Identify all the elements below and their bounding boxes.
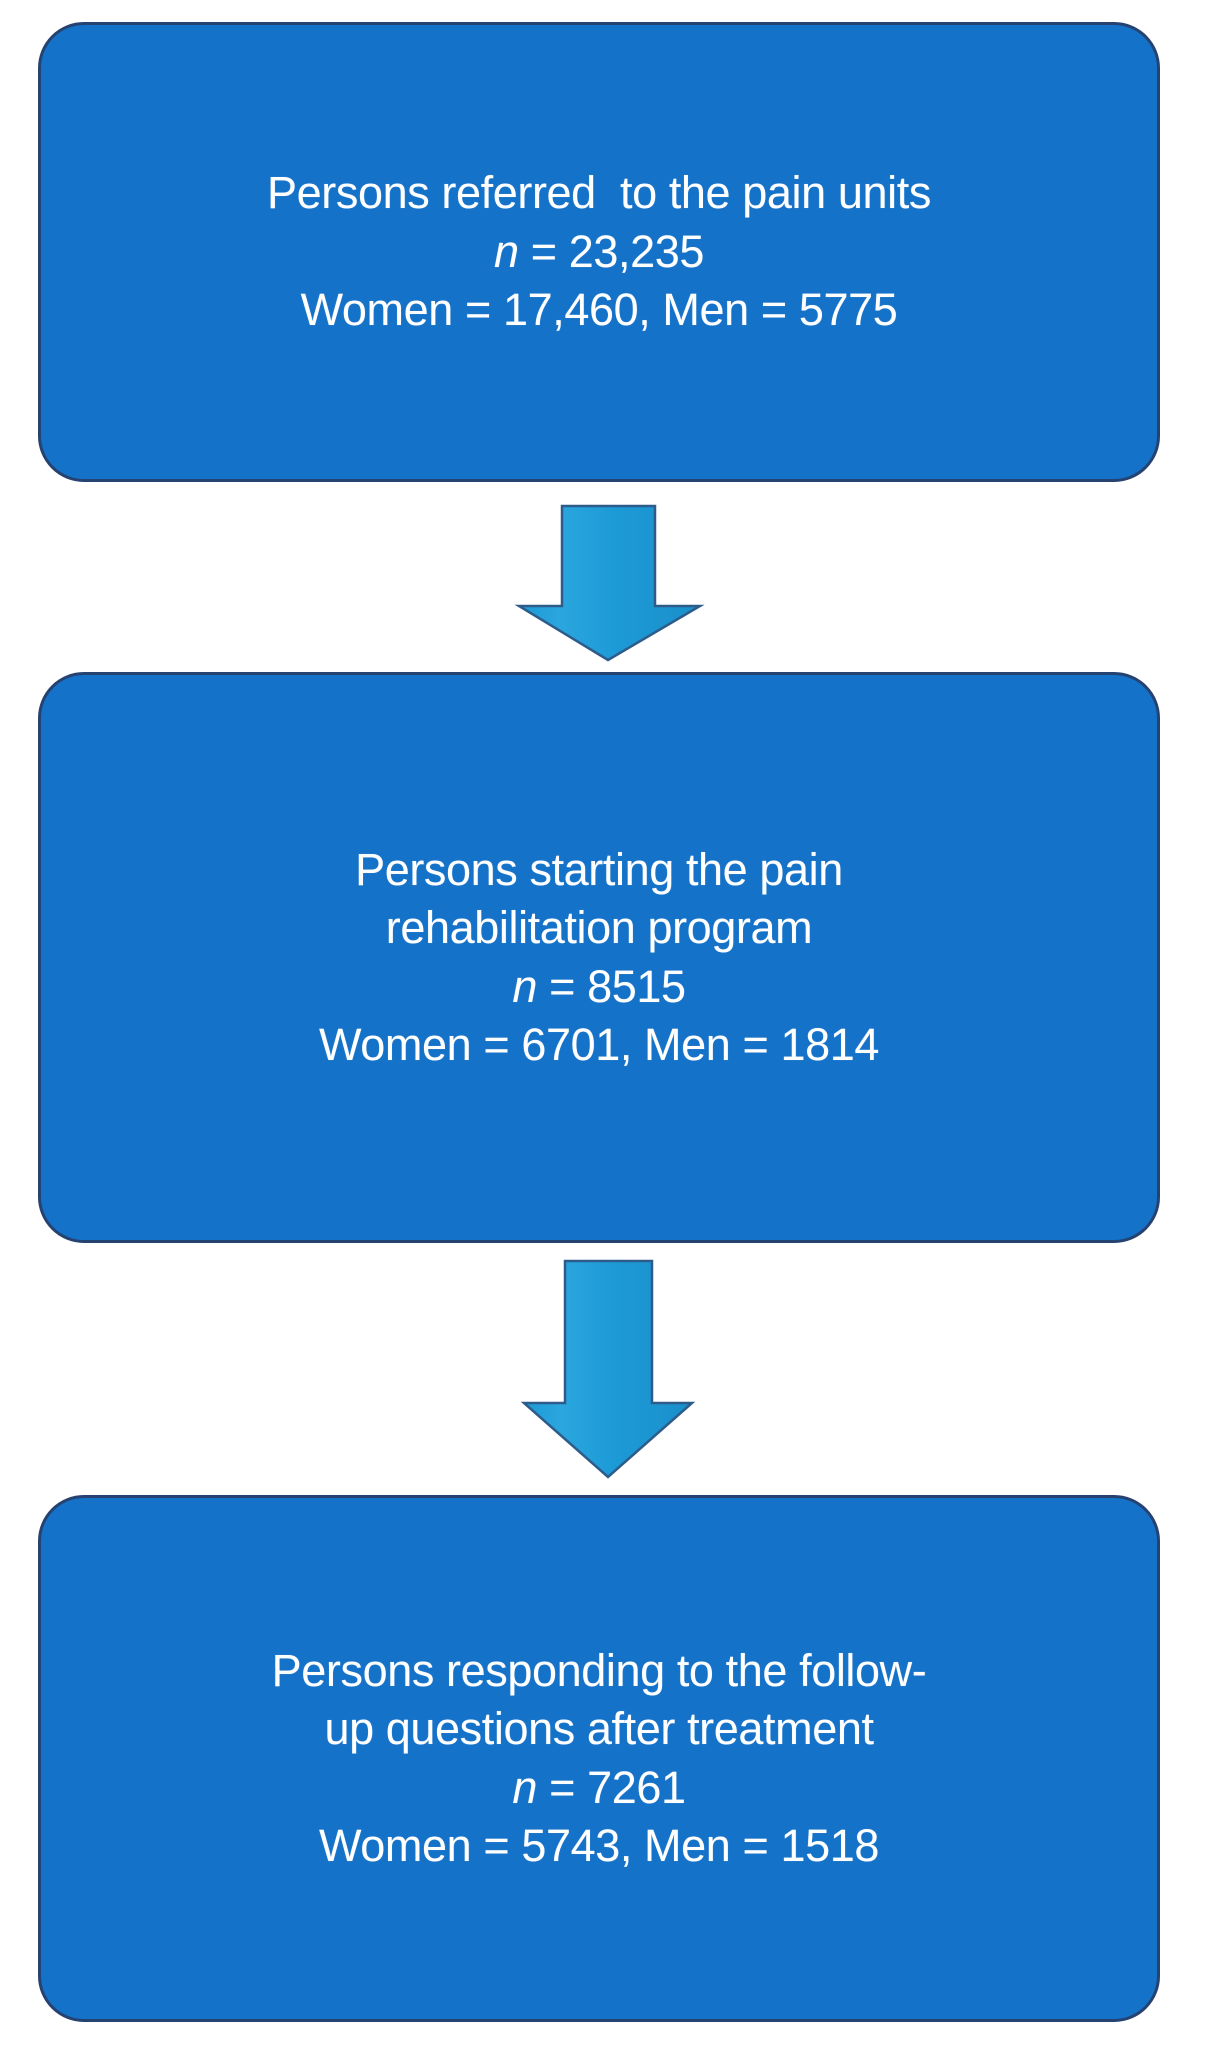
node-starting-title-line1: Persons starting the pain <box>355 843 843 895</box>
flowchart-node-starting-program: Persons starting the pain rehabilitation… <box>38 672 1160 1243</box>
flowchart-node-referred: Persons referred to the pain units n = 2… <box>38 22 1160 482</box>
n-value: = 23,235 <box>518 225 705 277</box>
node-starting-n: n = 8515 <box>85 958 1113 1017</box>
node-followup-title-line1: Persons responding to the follow- <box>271 1644 927 1696</box>
node-referred-title: Persons referred to the pain units <box>267 167 931 219</box>
down-arrow-icon <box>514 504 705 662</box>
n-symbol: n <box>494 225 519 277</box>
connector-arrow-referred-to-starting <box>0 500 1208 665</box>
n-value: = 8515 <box>537 960 686 1012</box>
connector-arrow-starting-to-followup <box>0 1255 1208 1483</box>
down-arrow-icon <box>520 1259 696 1479</box>
n-value: = 7261 <box>537 1761 686 1813</box>
node-followup-title-line2: up questions after treatment <box>324 1703 874 1754</box>
node-starting-title-line2: rehabilitation program <box>385 902 813 953</box>
node-starting-sex-breakdown: Women = 6701, Men = 1814 <box>319 1019 879 1070</box>
node-referred-sex-breakdown: Women = 17,460, Men = 5775 <box>300 284 898 336</box>
node-referred-n: n = 23,235 <box>85 223 1113 282</box>
node-followup-sex-breakdown: Women = 5743, Men = 1518 <box>319 1820 879 1871</box>
flowchart-node-followup-responders: Persons responding to the follow- up que… <box>38 1495 1160 2022</box>
n-symbol: n <box>512 1761 538 1813</box>
n-symbol: n <box>512 960 538 1012</box>
node-followup-n: n = 7261 <box>85 1759 1113 1818</box>
